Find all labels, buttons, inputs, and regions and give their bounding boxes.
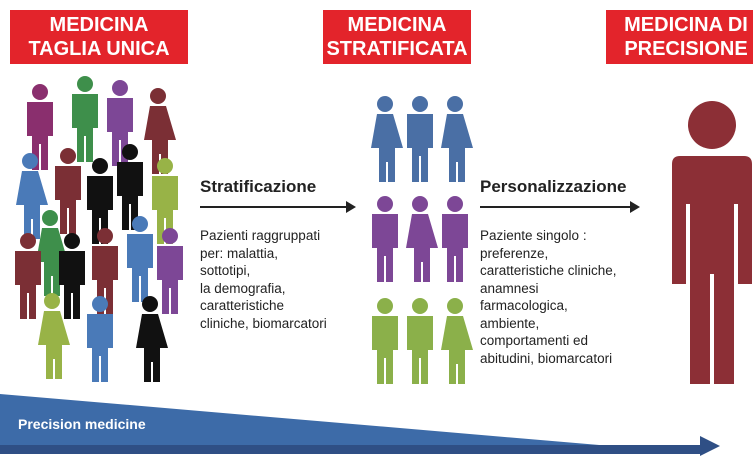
header-stratified: MEDICINA STRATIFICATA [323, 10, 471, 64]
single-patient-figure [672, 101, 752, 384]
step-body-personalization: Paziente singolo : preferenze, caratteri… [480, 228, 617, 366]
band-label: Precision medicine [18, 416, 146, 432]
step-title-personalization: Personalizzazione [480, 177, 627, 196]
header-one-size: MEDICINA TAGLIA UNICA [10, 10, 188, 64]
header-line-1: MEDICINA DI [624, 14, 748, 36]
header-line-2: TAGLIA UNICA [28, 38, 170, 60]
header-line-2: PRECISIONE [624, 38, 748, 60]
header-line-1: MEDICINA [49, 14, 149, 36]
arrow-stratification [200, 206, 348, 208]
band-arrow-icon [700, 436, 720, 456]
header-precision: MEDICINA DI PRECISIONE [606, 10, 753, 64]
arrow-head-icon [346, 201, 356, 213]
arrow-head-icon [630, 201, 640, 213]
arrow-personalization [480, 206, 632, 208]
step-body-stratification: Pazienti raggruppati per: malattia, sott… [200, 228, 327, 331]
header-line-1: MEDICINA [347, 14, 447, 36]
header-line-2: STRATIFICATA [326, 38, 468, 60]
step-title-stratification: Stratificazione [200, 177, 317, 196]
